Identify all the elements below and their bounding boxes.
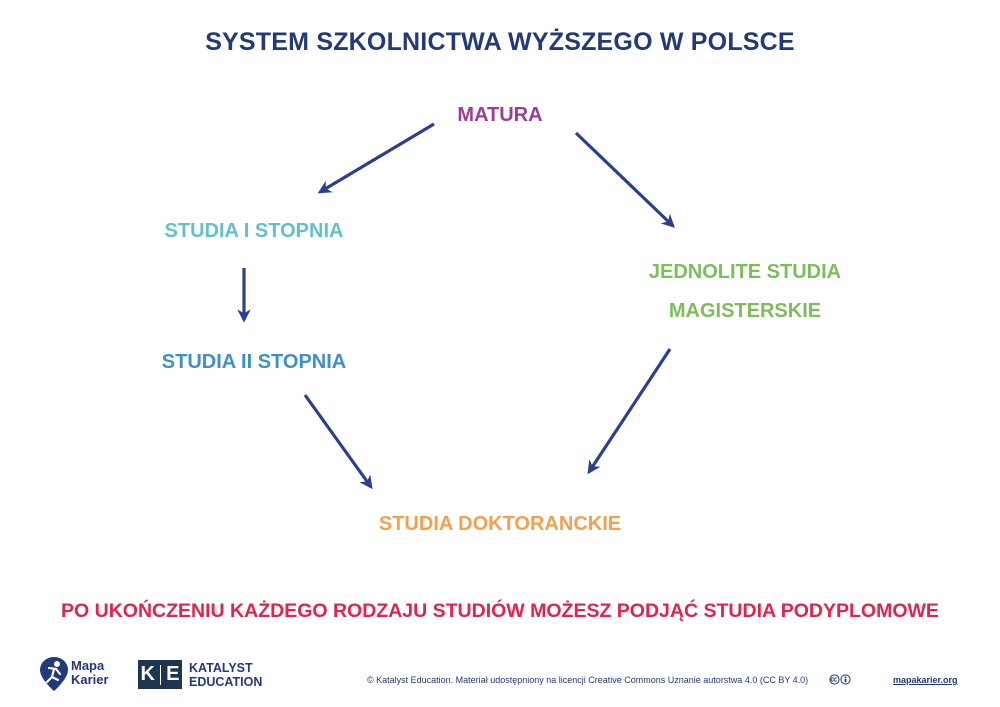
license-credit: © Katalyst Education. Materiał udostępni…: [367, 675, 809, 685]
katalyst-mark-e: E: [166, 663, 180, 685]
katalyst-logo-line-1: KATALYST: [189, 661, 253, 675]
arrow-matura-to-studia-1: [317, 122, 435, 194]
node-studia-doktoranckie: STUDIA DOKTORANCKIE: [378, 513, 622, 535]
page-title: SYSTEM SZKOLNICTWA WYŻSZEGO W POLSCE: [205, 28, 795, 56]
node-jednolite-line-1: JEDNOLITE STUDIA: [648, 261, 842, 283]
postgraduate-note: PO UKOŃCZENIU KAŻDEGO RODZAJU STUDIÓW MO…: [61, 600, 939, 622]
node-jednolite-studia-magisterskie: JEDNOLITE STUDIA MAGISTERSKIE: [610, 253, 880, 331]
mapa-logo-line-2: Karier: [71, 672, 109, 687]
arrow-jednolite-to-doktoranckie: [587, 348, 672, 475]
mapa-logo-line-1: Mapa: [71, 658, 105, 673]
node-matura: MATURA: [457, 104, 543, 126]
node-studia-ii-stopnia: STUDIA II STOPNIA: [161, 351, 347, 373]
site-link[interactable]: mapakarier.org: [893, 675, 958, 685]
cc-by-icons: [829, 674, 851, 685]
arrow-matura-to-jednolite: [574, 131, 675, 228]
mapa-karier-pin-icon: [40, 657, 68, 691]
by-icon: [840, 674, 851, 685]
katalyst-mark-k: K: [140, 663, 155, 685]
license-icons: [829, 674, 851, 688]
arrow-studia-2-to-doktoranckie: [303, 394, 373, 490]
node-jednolite-line-2: MAGISTERSKIE: [668, 300, 822, 322]
katalyst-logo-line-2: EDUCATION: [189, 675, 263, 689]
katalyst-mark-divider: [160, 664, 162, 685]
mapa-karier-logo: Mapa Karier: [39, 656, 111, 692]
node-studia-i-stopnia: STUDIA I STOPNIA: [164, 220, 344, 242]
katalyst-mark: K E: [138, 660, 182, 689]
katalyst-logo-text: KATALYST EDUCATION: [189, 661, 262, 689]
cc-icon: [829, 674, 840, 685]
